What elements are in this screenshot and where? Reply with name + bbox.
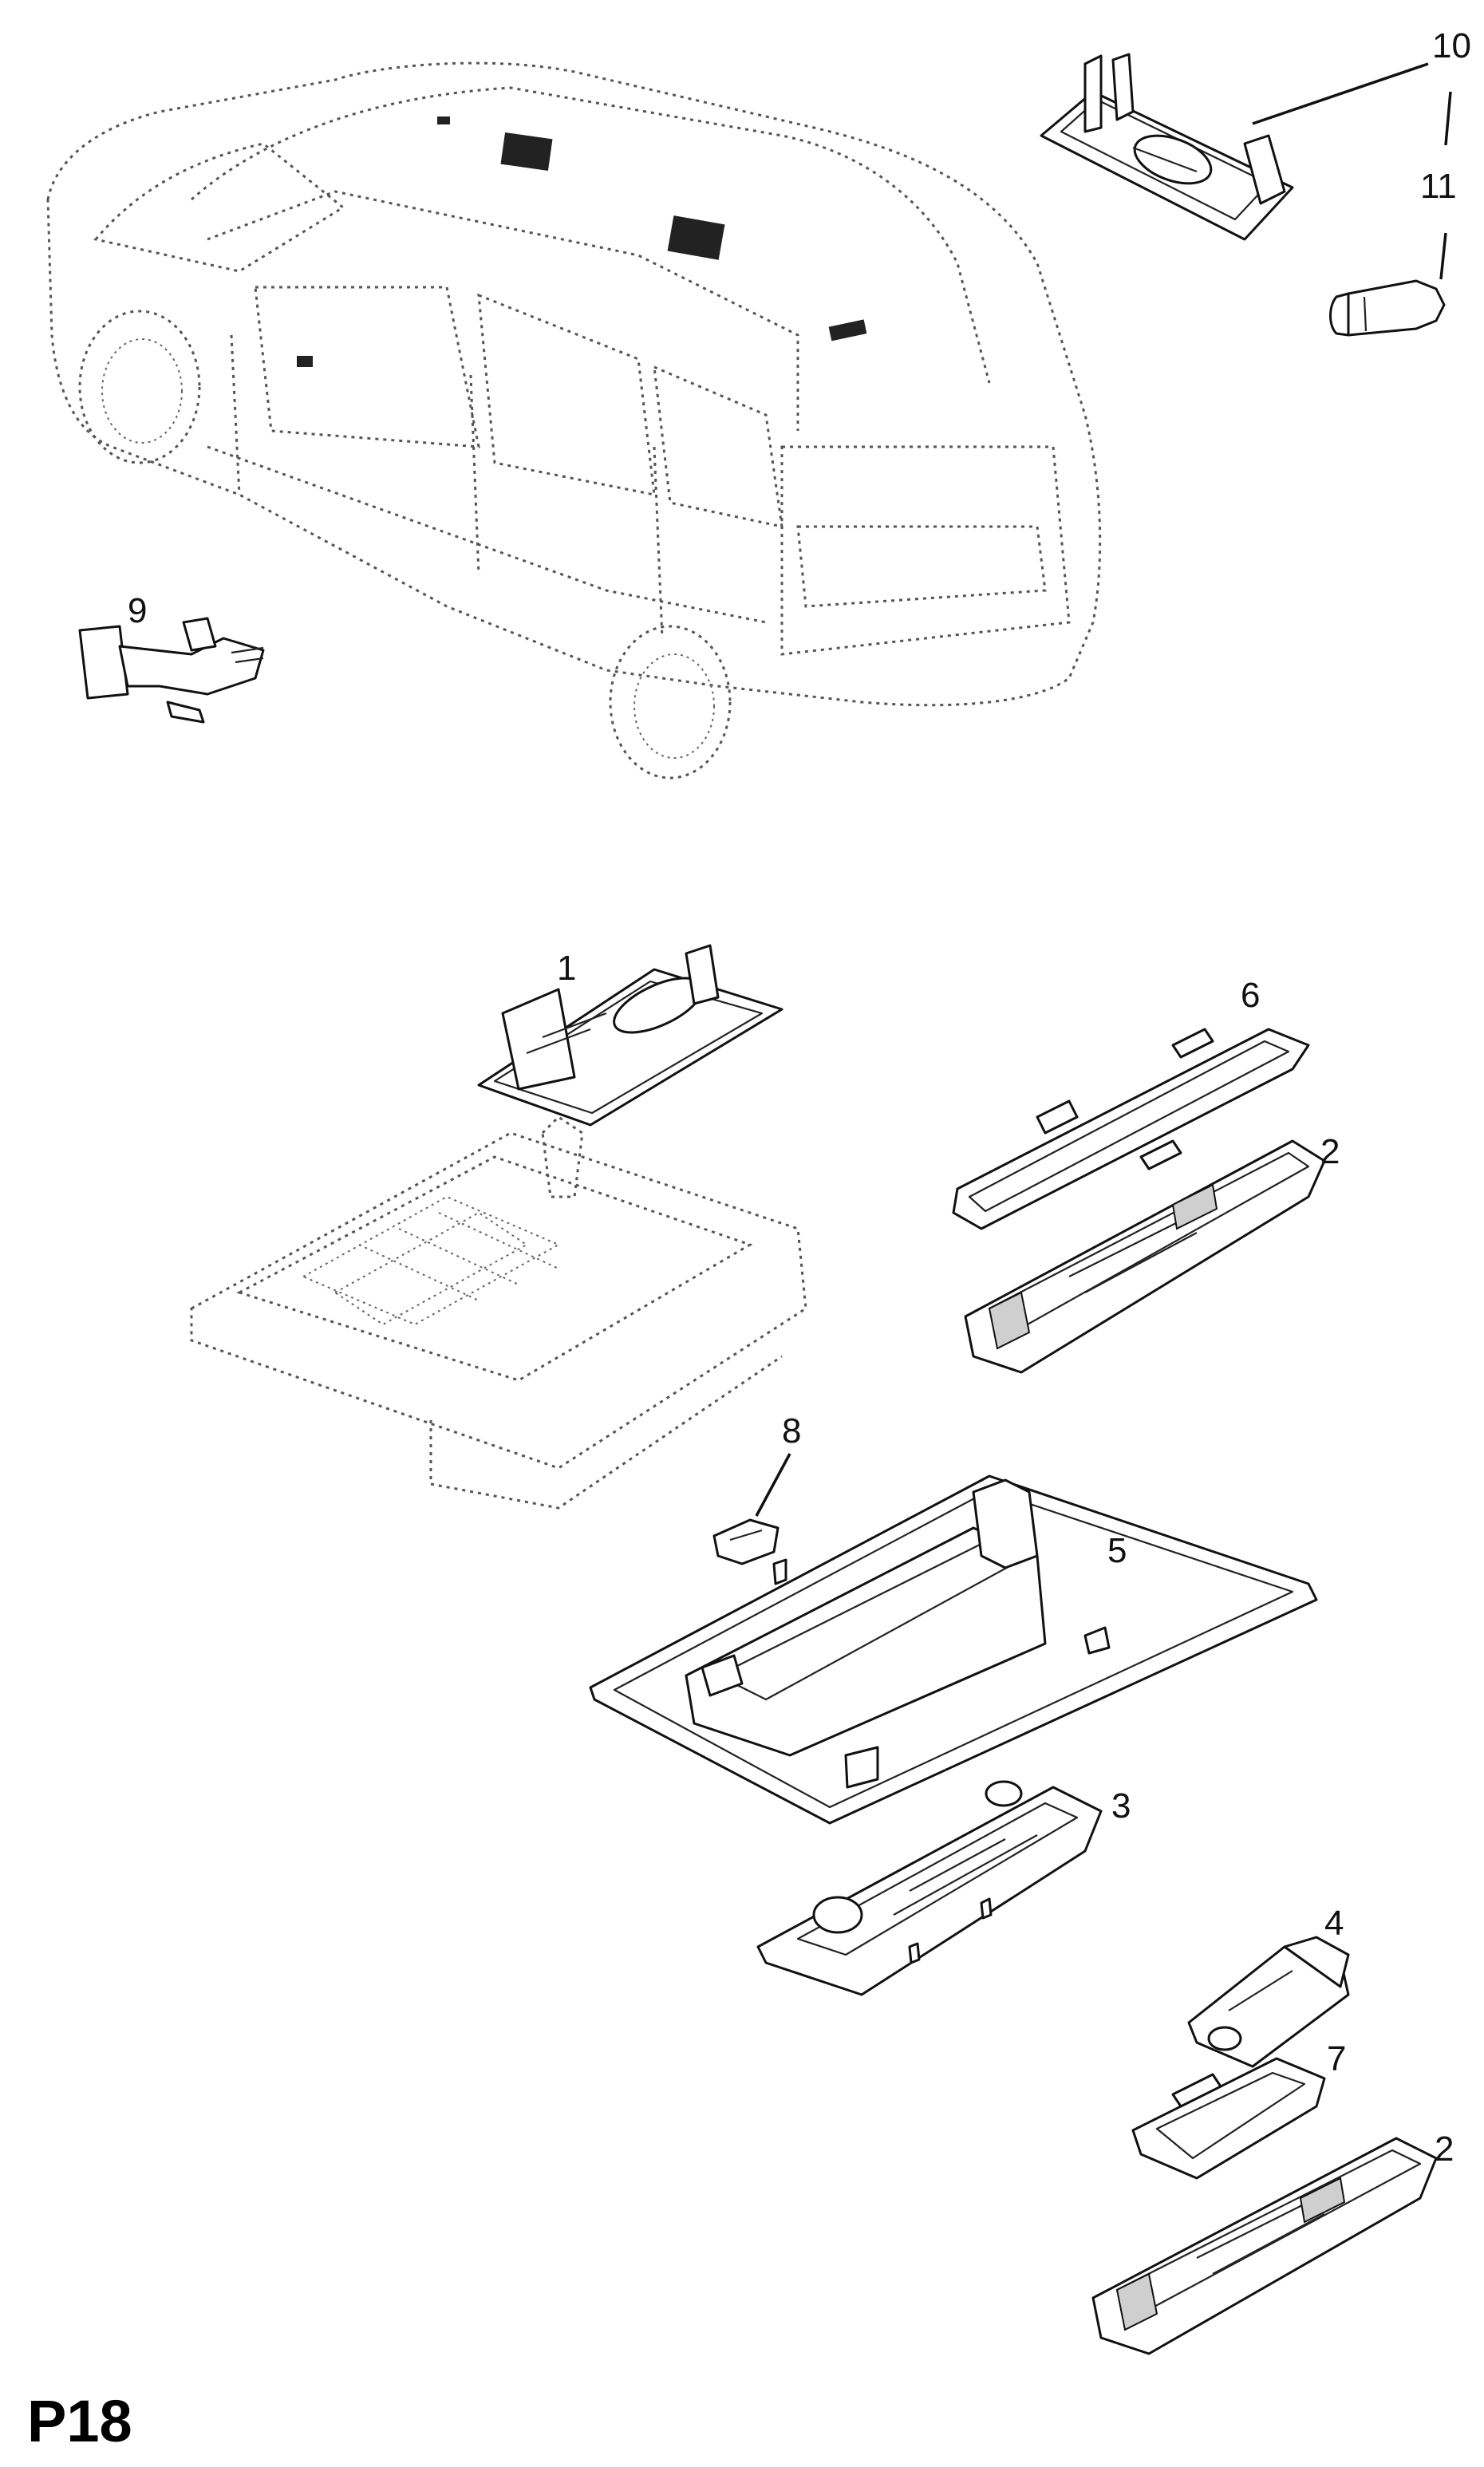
callout-6: 6 [1241, 976, 1260, 1015]
part-11-festoon-bulb [1329, 279, 1446, 337]
callout-8: 8 [782, 1411, 801, 1451]
part-6-lens-cover [952, 1028, 1310, 1230]
vehicle-outline [46, 61, 1102, 780]
leader-line-8 [755, 1453, 791, 1517]
callout-1: 1 [557, 949, 576, 988]
callout-4: 4 [1324, 1904, 1344, 1943]
part-4-lamp-socket [1187, 1936, 1350, 2068]
part-7-lens-frame [1131, 2057, 1326, 2180]
part-1-interior-lamp [477, 944, 783, 1127]
callout-5: 5 [1107, 1531, 1127, 1570]
callout-2-upper: 2 [1320, 1132, 1340, 1171]
callout-2-lower: 2 [1435, 2130, 1454, 2169]
page-code-label: P18 [27, 2388, 132, 2454]
part-2-lamp-body-upper [964, 1139, 1326, 1374]
callout-10: 10 [1432, 26, 1471, 65]
part-9-connector-clip [78, 617, 265, 724]
leader-line-11 [1439, 232, 1447, 280]
part-10-lamp-housing [1040, 53, 1294, 241]
part-8-small-clip [712, 1518, 787, 1585]
callout-9: 9 [128, 591, 147, 630]
part-3-switch-base [756, 1780, 1103, 1996]
part-2-lamp-body-lower [1091, 2137, 1438, 2355]
leader-line-10 [1252, 62, 1429, 125]
callout-3: 3 [1111, 1786, 1131, 1826]
part-5-console-frame [589, 1474, 1318, 1825]
callout-7: 7 [1327, 2039, 1346, 2078]
leader-line-10b [1444, 91, 1452, 146]
roof-console-outline [190, 1115, 807, 1510]
callout-11: 11 [1420, 167, 1457, 206]
